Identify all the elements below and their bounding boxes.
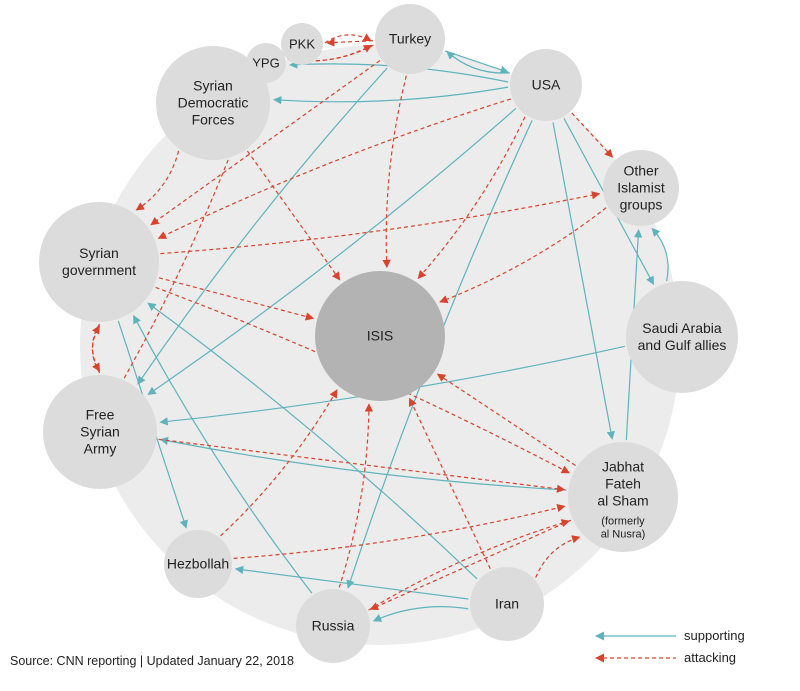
attacking-arrow-hezbollah-to-isis <box>220 389 338 537</box>
node-usa-circle <box>510 49 582 121</box>
attacking-arrow-jabhat-to-russia <box>369 519 572 611</box>
supporting-arrow-jabhat-to-fsa <box>159 436 567 491</box>
node-turkey-label-line-1: Turkey <box>389 31 431 47</box>
node-saudi-label-line-2: and Gulf allies <box>638 337 727 353</box>
attacking-arrow-pkk-to-turkey <box>324 33 372 44</box>
supporting-arrow-usa-to-sdf <box>273 86 509 105</box>
attacking-arrow-sdf-to-syrgov <box>135 150 180 211</box>
attacking-arrow-turkey-to-isis <box>382 75 407 269</box>
supporting-arrow-usa-to-jabhat <box>552 122 615 440</box>
node-other-label-line-1: Other <box>623 163 658 179</box>
node-other-circle <box>603 150 679 226</box>
node-russia-circle <box>296 589 370 663</box>
attacking-arrow-syrgov-to-isis <box>158 277 315 321</box>
node-iran-circle <box>470 567 544 641</box>
node-jabhat-label-line-2: Fateh <box>605 476 641 492</box>
node-russia-label-line-1: Russia <box>312 618 355 634</box>
legend-supporting-label: supporting <box>684 628 745 643</box>
supporting-arrow-iran-to-russia <box>372 606 469 622</box>
attacking-arrow-iran-to-jabhat <box>535 535 581 578</box>
supporting-arrow-iran-to-syrgov <box>147 302 478 580</box>
node-pkk-circle <box>281 23 323 65</box>
source-note: Source: CNN reporting | Updated January … <box>10 654 294 668</box>
node-iran: Iran <box>470 567 544 641</box>
node-fsa-label-line-1: Free <box>86 407 115 423</box>
node-jabhat-circle <box>568 442 678 552</box>
node-jabhat-note-line-1: (formerly <box>601 516 645 528</box>
supporting-arrow-russia-to-syrgov <box>133 315 313 594</box>
node-russia: Russia <box>296 589 370 663</box>
node-jabhat-note-line-2: al Nusra) <box>601 529 646 541</box>
attacking-arrow-russia-to-isis <box>338 403 374 588</box>
node-isis-circle <box>315 271 445 401</box>
node-other-label-line-3: groups <box>620 197 663 213</box>
node-hezbollah-label-line-1: Hezbollah <box>167 556 229 572</box>
supporting-arrow-usa-to-fsa <box>147 107 517 395</box>
supporting-arrow-turkey-to-fsa <box>137 67 388 385</box>
attacking-arrow-turkey-to-syrgov <box>150 60 381 226</box>
node-turkey: Turkey <box>375 4 445 74</box>
attacking-arrow-usa-to-other <box>571 112 614 158</box>
attacking-arrow-iran-to-isis <box>408 397 491 570</box>
attacking-arrow-hezbollah-to-jabhat <box>233 503 566 559</box>
actor-nodes: PKKYPGTurkeyUSASyrianDemocraticForcesOth… <box>39 4 738 663</box>
node-sdf-circle <box>156 46 270 160</box>
node-sdf-label-line-1: Syrian <box>193 78 233 94</box>
node-jabhat-label-line-1: Jabhat <box>602 459 644 475</box>
node-isis: ISIS <box>315 271 445 401</box>
node-other-label-line-2: Islamist <box>617 180 665 196</box>
node-saudi-circle <box>626 281 738 393</box>
node-fsa-label-line-3: Army <box>84 441 117 457</box>
attacking-arrow-sdf-to-isis <box>246 150 341 281</box>
node-syrgov-label-line-1: Syrian <box>79 245 119 261</box>
node-pkk-label-line-1: PKK <box>289 37 315 52</box>
attacking-arrow-syrgov-to-fsa <box>91 323 101 372</box>
node-pkk: PKK <box>281 23 323 65</box>
node-syrgov-label-line-2: government <box>62 262 136 278</box>
attacking-arrow-turkey-to-pkk <box>326 38 374 47</box>
node-ypg-label-line-1: YPG <box>252 56 279 71</box>
node-hezbollah-circle <box>164 530 232 598</box>
node-sdf-label-line-2: Democratic <box>178 95 249 111</box>
node-isis-label-line-1: ISIS <box>367 328 393 344</box>
node-fsa-label-line-2: Syrian <box>80 424 120 440</box>
attacking-arrow-usa-to-syrgov <box>157 98 511 239</box>
supporting-arrow-saudi-to-other <box>651 227 669 282</box>
attacking-arrow-usa-to-isis <box>417 116 526 280</box>
attacking-arrow-fsa-to-jabhat <box>158 438 566 493</box>
node-saudi-label-line-1: Saudi Arabia <box>642 320 722 336</box>
node-sdf-label-line-3: Forces <box>192 112 235 128</box>
attacking-arrow-fsa-to-syrgov <box>91 325 101 374</box>
node-turkey-circle <box>375 4 445 74</box>
node-usa-label-line-1: USA <box>532 77 561 93</box>
node-fsa-circle <box>43 375 157 489</box>
legend-attacking-label: attacking <box>684 650 736 665</box>
attacking-arrow-other-to-isis <box>439 207 607 304</box>
node-hezbollah: Hezbollah <box>164 530 232 598</box>
node-jabhat-label-line-3: al Sham <box>597 493 648 509</box>
node-iran-label-line-1: Iran <box>495 596 519 612</box>
legend: supporting attacking <box>595 628 745 665</box>
node-syrgov-circle <box>39 202 159 322</box>
supporting-arrow-turkey-to-usa <box>444 50 509 74</box>
node-usa: USA <box>510 49 582 121</box>
